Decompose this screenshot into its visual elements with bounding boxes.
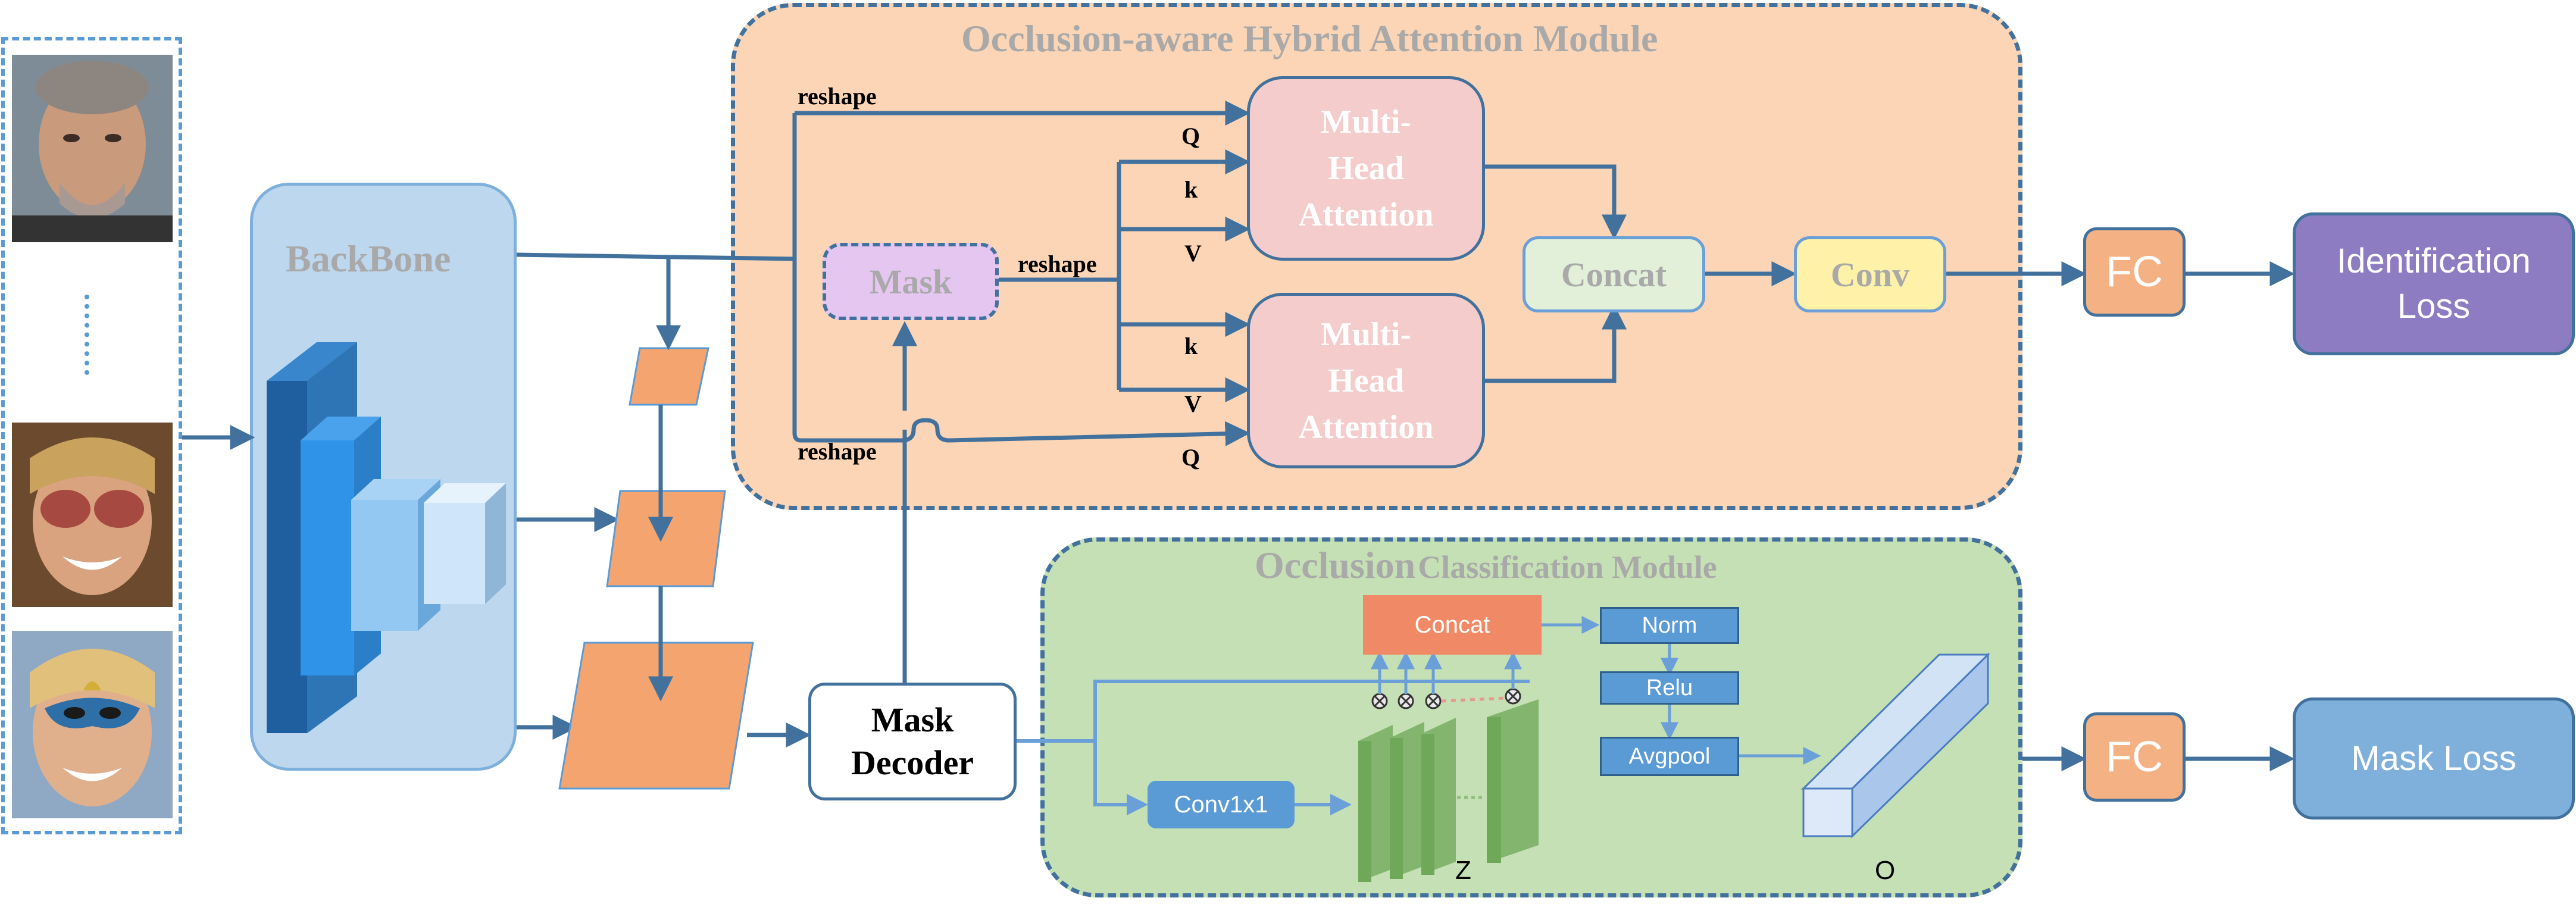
reshape-label-bottom: reshape <box>798 438 877 465</box>
hybrid-attention-module-title: Occlusion-aware Hybrid Attention Module <box>961 17 1658 60</box>
k-label-top: k <box>1184 176 1198 203</box>
mha-top-label: Multi-Head Attention <box>1298 104 1434 233</box>
feature-map-small <box>629 347 709 406</box>
norm-box: Norm <box>1600 607 1739 644</box>
concat-label-hybrid: Concat <box>1561 255 1667 294</box>
feature-map-large <box>558 642 754 790</box>
multiply-operators <box>1371 688 1521 709</box>
mask-loss-box: Mask Loss <box>2293 697 2575 819</box>
q-label-bottom: Q <box>1181 444 1201 471</box>
mask-box: Mask <box>823 243 999 320</box>
mask-decoder-box: Mask Decoder <box>808 683 1017 800</box>
fc-label-top: FC <box>2106 248 2163 296</box>
z-feature-maps <box>1358 699 1539 882</box>
conv1x1-box: Conv1x1 <box>1148 781 1295 828</box>
o-output-vector <box>1800 652 1990 839</box>
fc-box-bottom: FC <box>2083 712 2186 802</box>
face-image-masquerade-occluded <box>12 631 173 818</box>
reshape-label-mid: reshape <box>1018 251 1097 277</box>
fc-label-bottom: FC <box>2106 733 2163 781</box>
mha-bottom-label: Multi-Head Attention <box>1298 315 1434 446</box>
conv1x1-label: Conv1x1 <box>1174 791 1268 818</box>
face-image-sunglasses-occluded <box>12 423 173 607</box>
identification-loss-label: Identification Loss <box>2337 242 2531 326</box>
avgpool-label: Avgpool <box>1628 743 1711 769</box>
relu-box: Relu <box>1600 671 1739 705</box>
v-label-bottom: V <box>1184 390 1202 417</box>
o-label: O <box>1875 856 1896 885</box>
conv-box: Conv <box>1794 236 1946 312</box>
mask-label: Mask <box>869 262 952 301</box>
backbone-layer-stack <box>267 342 506 733</box>
mask-loss-label: Mask Loss <box>2351 739 2516 778</box>
k-label-bottom: k <box>1184 333 1198 359</box>
backbone-label: BackBone <box>286 237 451 280</box>
mask-decoder-label: Mask Decoder <box>851 700 974 782</box>
avgpool-box: Avgpool <box>1600 737 1739 776</box>
concat-label-occlusion: Concat <box>1414 611 1490 638</box>
relu-label: Relu <box>1646 675 1693 700</box>
multi-head-attention-bottom: Multi-Head Attention <box>1247 293 1485 468</box>
input-images-panel <box>1 37 182 834</box>
norm-label: Norm <box>1642 612 1697 638</box>
v-label-top: V <box>1184 240 1202 267</box>
feature-map-medium <box>606 490 726 587</box>
fc-box-top: FC <box>2083 227 2186 317</box>
occlusion-module-title: Occlusion Classification Module <box>1255 543 1717 587</box>
identification-loss-box: Identification Loss <box>2293 212 2575 355</box>
multi-head-attention-top: Multi-Head Attention <box>1247 76 1485 261</box>
q-label-top: Q <box>1181 123 1201 149</box>
occlusion-module-title-part1: Occlusion <box>1255 544 1416 586</box>
face-image-clean <box>12 55 173 242</box>
concat-box-occlusion: Concat <box>1363 595 1542 655</box>
conv-label: Conv <box>1830 255 1910 294</box>
z-label: Z <box>1455 856 1471 885</box>
ellipsis-dots <box>85 295 96 375</box>
occlusion-module-title-part2: Classification Module <box>1418 549 1717 585</box>
concat-box-hybrid: Concat <box>1523 236 1705 312</box>
reshape-label-top: reshape <box>798 83 877 110</box>
